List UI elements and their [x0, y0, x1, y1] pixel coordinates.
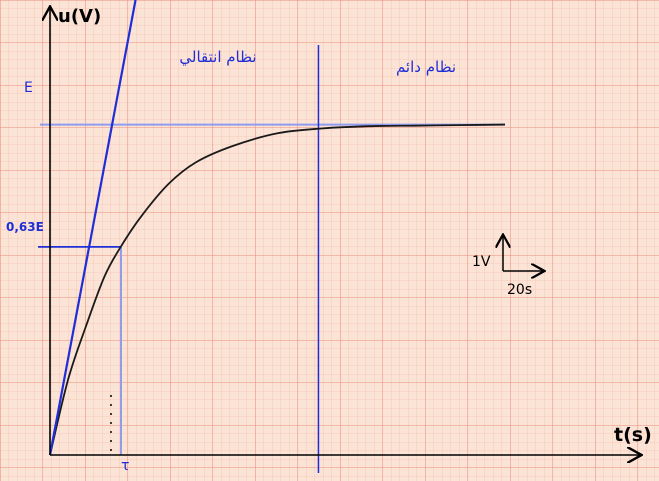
series-tangent-at-origin [48, 0, 137, 456]
tau-label: τ [121, 458, 129, 474]
scale-y-label: 1V [472, 254, 491, 270]
transient-regime-label: نظام انتقالي [179, 48, 256, 67]
x-axis-label: t(s) [614, 424, 652, 446]
permanent-regime-label: نظام دائم [396, 58, 456, 76]
E-level-label: E [24, 80, 33, 96]
guide-lines [38, 45, 505, 473]
scale-x-label: 20s [507, 282, 532, 298]
063E-level-label: 0,63E [6, 220, 44, 234]
y-axis-label: u(V) [58, 6, 101, 27]
series-exponential-charge [49, 123, 506, 456]
scale-indicator: 1V 20s [472, 236, 543, 298]
